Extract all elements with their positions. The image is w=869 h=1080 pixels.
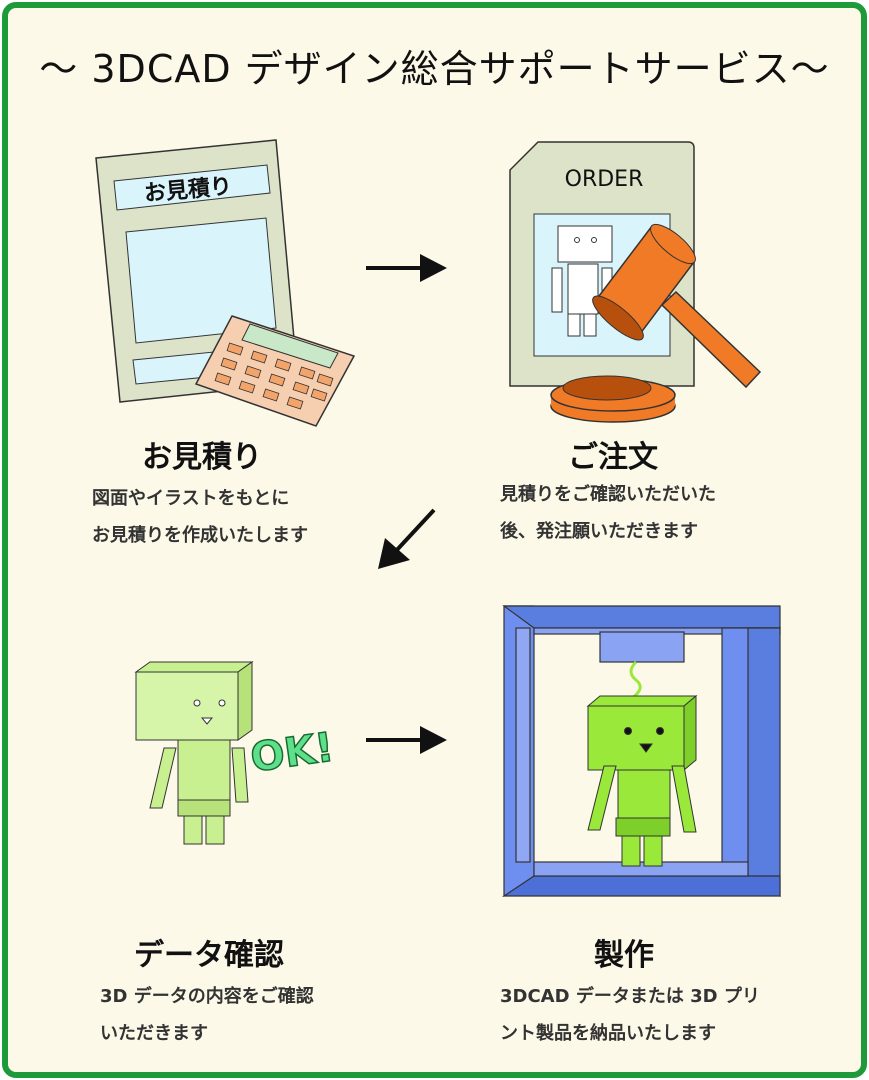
step-desc-data-check: 3D データの内容をご確認 いただきます bbox=[100, 986, 314, 1044]
step-title-production: 製作 bbox=[594, 938, 654, 973]
robot-light-icon bbox=[134, 661, 254, 845]
step-title-order: ご注文 bbox=[568, 440, 658, 475]
step-desc-production: 3DCAD データまたは 3D プリ ント製品を納品いたします bbox=[500, 986, 760, 1044]
step-desc-order: 見積りをご確認いただいた 後、発注願いただきます bbox=[500, 484, 716, 542]
calculator-icon bbox=[194, 315, 356, 427]
arrow-right-icon-2 bbox=[366, 726, 447, 754]
step-title-data-check: データ確認 bbox=[134, 938, 284, 973]
order-document-icon: ORDER bbox=[509, 141, 695, 387]
page-title: 〜 3DCAD デザイン総合サポートサービス〜 bbox=[39, 47, 830, 91]
arrow-down-left-icon bbox=[378, 508, 436, 569]
gavel-icon bbox=[550, 223, 762, 423]
ok-badge: OK! bbox=[248, 724, 337, 781]
step-title-estimate: お見積り bbox=[142, 440, 262, 475]
3d-printer-icon bbox=[502, 605, 781, 898]
order-doc-label: ORDER bbox=[565, 167, 644, 192]
step-desc-estimate: 図面やイラストをもとに お見積りを作成いたします bbox=[92, 488, 308, 546]
robot-icon bbox=[586, 694, 698, 867]
arrow-right-icon-1 bbox=[366, 254, 447, 282]
